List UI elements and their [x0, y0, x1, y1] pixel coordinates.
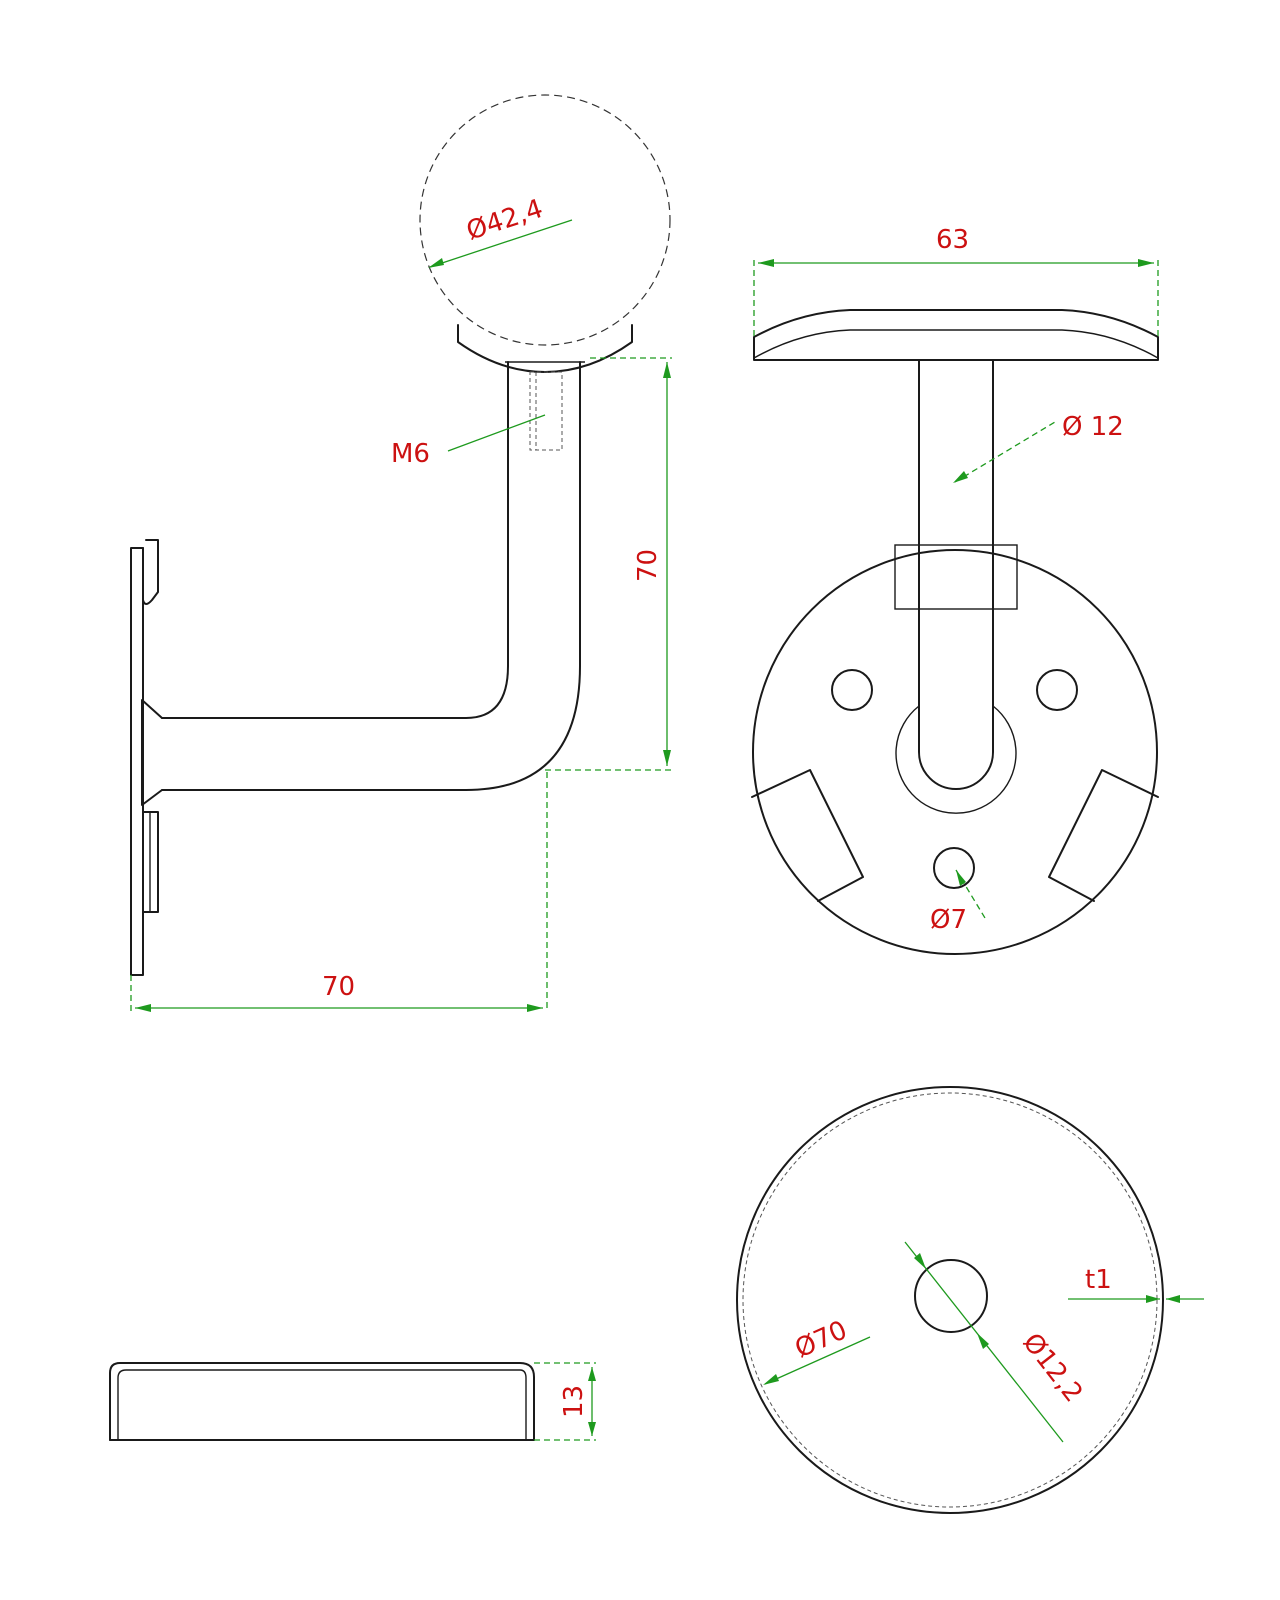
handrail-tube-outline	[419, 94, 671, 346]
rod-weld-block	[894, 544, 1018, 610]
front-view	[751, 309, 1159, 955]
bracket-arm-inner	[161, 361, 509, 719]
cover-inner-hidden	[742, 1092, 1158, 1508]
dim-line-cover-diameter	[764, 1336, 871, 1385]
cover-cap-inner	[117, 1369, 527, 1440]
dim-arrow-cover-hole-a	[914, 1253, 926, 1269]
dim-arrow-cover-bottom	[588, 1422, 596, 1436]
dim-arrow-height-bottom	[663, 750, 671, 766]
mount-hole-bottom	[933, 847, 975, 889]
label-cover-diameter: Ø70	[791, 1315, 852, 1364]
dim-arrow-cover-diameter	[763, 1374, 779, 1385]
mount-hole-left	[831, 669, 873, 711]
label-projection: 70	[322, 972, 355, 1002]
saddle-side	[457, 324, 633, 373]
clip-right	[1048, 769, 1159, 902]
label-saddle-width: 63	[936, 225, 969, 255]
label-rod-diameter: Ø 12	[1062, 412, 1124, 442]
leader-m6	[447, 414, 546, 452]
arm-flange	[141, 699, 163, 806]
rod-root-ring	[895, 705, 1017, 814]
m6-thread-hidden	[529, 371, 563, 451]
rod-front	[918, 359, 994, 790]
dim-arrow-thickness-right	[1166, 1295, 1180, 1303]
dim-arrow-thickness-left	[1146, 1295, 1160, 1303]
label-screw-hole: Ø7	[930, 905, 967, 935]
clip-left	[751, 769, 864, 902]
cover-cap-profile	[109, 1362, 535, 1441]
leader-rod	[954, 421, 1056, 483]
base-plate	[752, 549, 1158, 955]
front-view-dimensions: 63 Ø 12 Ø7	[753, 225, 1159, 935]
dim-arrow-proj-left	[135, 1004, 151, 1012]
dim-arrow-rod	[953, 471, 968, 483]
bracket-arm-outer	[161, 361, 581, 791]
dim-arrow-tube	[428, 258, 444, 268]
cover-cap-top-view: Ø70 Ø12,2 t1	[736, 1086, 1204, 1514]
wall-plate-hook	[142, 539, 159, 605]
dim-arrow-screw-hole	[956, 870, 966, 886]
label-cover-thickness: t1	[1085, 1265, 1112, 1295]
dim-arrow-proj-right	[527, 1004, 543, 1012]
dim-line-tube	[429, 219, 573, 268]
label-thread: M6	[391, 439, 430, 469]
mount-hole-right	[1036, 669, 1078, 711]
side-view-dimensions: Ø42,4 M6 70 70	[130, 194, 672, 1012]
cover-cap-side-view: 13	[109, 1362, 596, 1441]
label-tube-diameter: Ø42,4	[463, 194, 547, 247]
saddle-front-curve	[753, 329, 1159, 359]
dim-arrow-height-top	[663, 362, 671, 378]
label-height: 70	[633, 549, 663, 582]
saddle-front	[753, 309, 1159, 361]
side-view	[130, 94, 671, 976]
dim-arrow-cover-top	[588, 1367, 596, 1381]
dim-arrow-saddle-right	[1138, 259, 1154, 267]
dim-arrow-cover-hole-b	[977, 1333, 989, 1349]
label-cover-height: 13	[559, 1385, 589, 1418]
wall-plate-side	[130, 547, 144, 976]
cover-center-hole	[914, 1259, 988, 1333]
dim-arrow-saddle-left	[758, 259, 774, 267]
cover-outer	[736, 1086, 1164, 1514]
